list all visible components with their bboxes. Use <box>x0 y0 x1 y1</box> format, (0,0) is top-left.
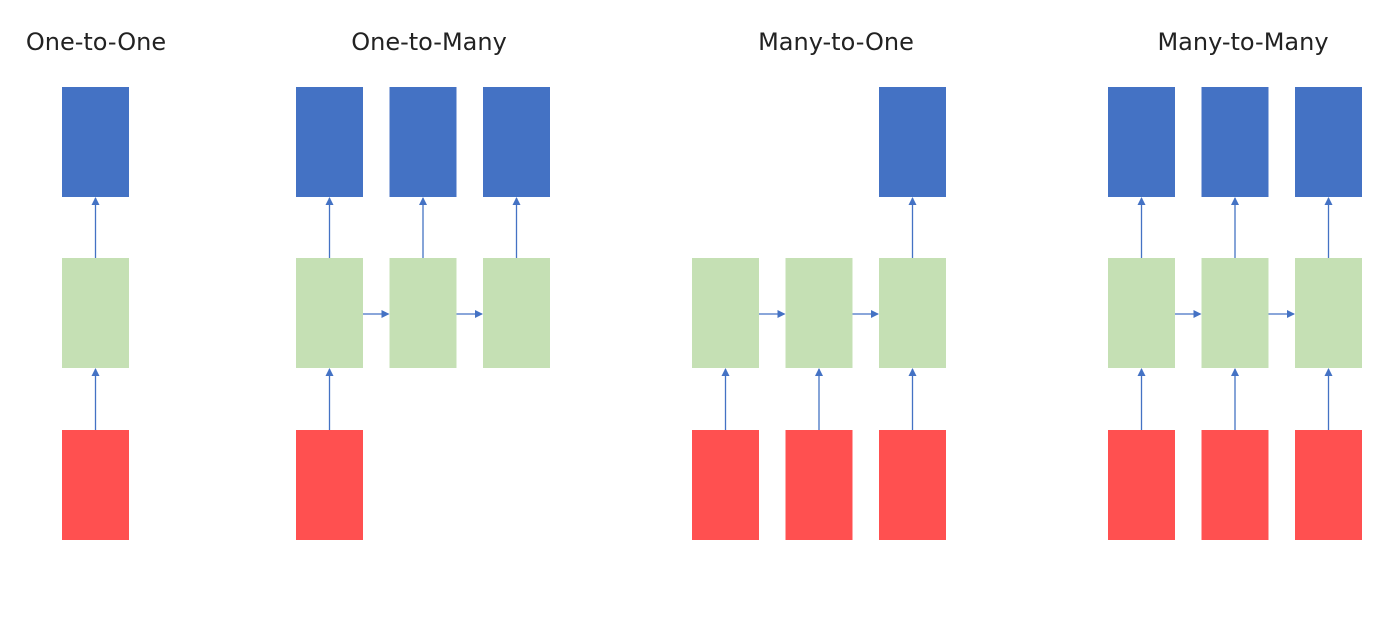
output-box <box>483 87 550 197</box>
input-box <box>62 430 129 540</box>
output-box <box>1108 87 1175 197</box>
input-box <box>785 430 853 540</box>
input-box <box>1295 430 1362 540</box>
output-box <box>879 87 946 197</box>
panel-title: One-to-Many <box>351 28 507 56</box>
hidden-state-box <box>879 258 946 368</box>
hidden-state-box <box>296 258 363 368</box>
hidden-state-box <box>692 258 759 368</box>
panel-many-to-many: Many-to-Many <box>1108 28 1362 540</box>
output-box <box>1295 87 1362 197</box>
panel-title: Many-to-One <box>758 28 914 56</box>
panel-many-to-one: Many-to-One <box>692 28 946 540</box>
hidden-state-box <box>389 258 457 368</box>
output-box <box>1201 87 1269 197</box>
panel-one-to-one: One-to-One <box>26 28 166 540</box>
hidden-state-box <box>1201 258 1269 368</box>
panel-title: One-to-One <box>26 28 166 56</box>
hidden-state-box <box>62 258 129 368</box>
input-box <box>692 430 759 540</box>
hidden-state-box <box>785 258 853 368</box>
output-box <box>389 87 457 197</box>
input-box <box>296 430 363 540</box>
hidden-state-box <box>1295 258 1362 368</box>
output-box <box>62 87 129 197</box>
input-box <box>1108 430 1175 540</box>
input-box <box>879 430 946 540</box>
output-box <box>296 87 363 197</box>
input-box <box>1201 430 1269 540</box>
panel-one-to-many: One-to-Many <box>296 28 550 540</box>
hidden-state-box <box>483 258 550 368</box>
panel-title: Many-to-Many <box>1157 28 1328 56</box>
hidden-state-box <box>1108 258 1175 368</box>
